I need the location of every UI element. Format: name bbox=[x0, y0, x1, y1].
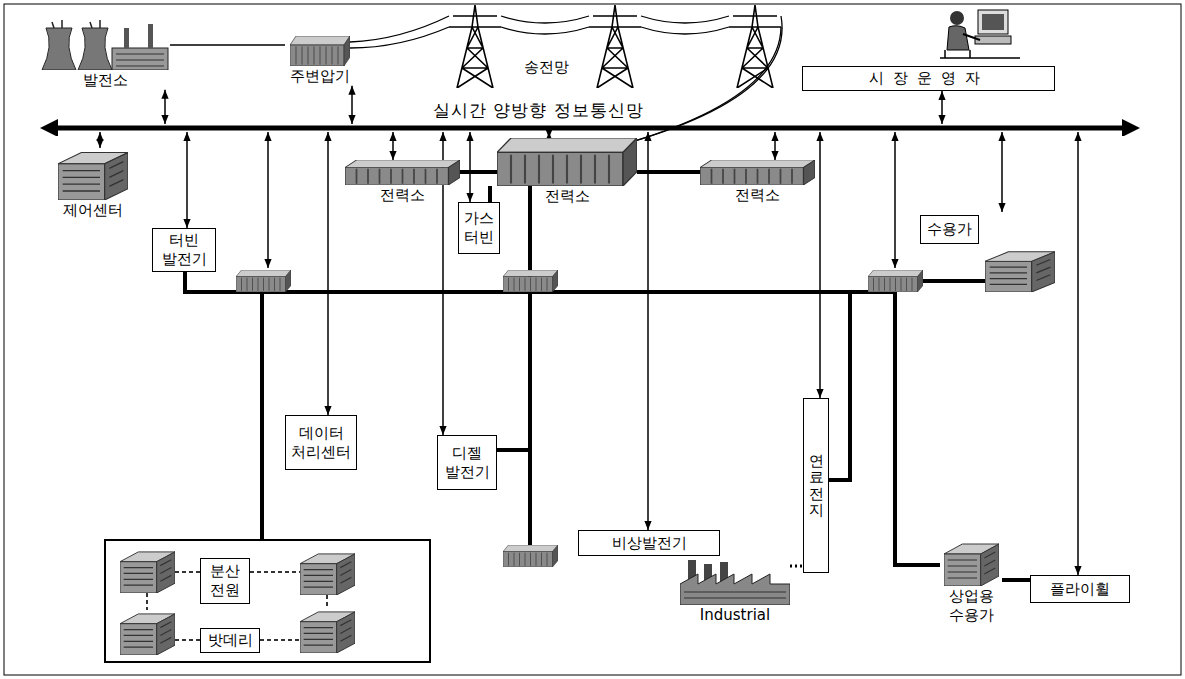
customer-icon bbox=[985, 248, 1055, 292]
turbine-generator-box: 터빈 발전기 bbox=[152, 228, 216, 272]
node-label: 디젤 발전기 bbox=[441, 444, 493, 482]
distributed-source-box: 분산 전원 bbox=[200, 558, 250, 604]
building-icon bbox=[120, 552, 175, 593]
power-line bbox=[460, 170, 497, 174]
node-label: 비상발전기 bbox=[612, 534, 687, 553]
building-icon bbox=[120, 614, 175, 655]
network-link bbox=[941, 91, 943, 124]
power-line bbox=[790, 565, 803, 568]
emergency-generator-box: 비상발전기 bbox=[578, 530, 720, 556]
transmission-label: 송전망 bbox=[522, 58, 571, 77]
node-label: 실시간 양방향 정보통신망 bbox=[430, 100, 647, 121]
node-label: 시장운영자 bbox=[869, 69, 989, 88]
network-link bbox=[548, 132, 550, 138]
network-link bbox=[99, 132, 101, 148]
factory-icon bbox=[680, 560, 790, 605]
power-line bbox=[170, 44, 285, 46]
frame bbox=[4, 4, 1181, 675]
eq-icon bbox=[290, 36, 350, 66]
operator-figure bbox=[940, 10, 1020, 58]
transmission-tower bbox=[449, 5, 501, 88]
eq-icon bbox=[700, 160, 815, 185]
distributed-resources-frame bbox=[105, 540, 430, 662]
node-label: 제어센터 bbox=[63, 201, 123, 220]
node-label: 분산 전원 bbox=[204, 562, 246, 600]
transmission-tower bbox=[729, 5, 781, 88]
network-link bbox=[186, 132, 188, 228]
bld-icon bbox=[58, 148, 128, 200]
node-label: 상업용 수용가 bbox=[940, 587, 1002, 625]
network-bus: 실시간 양방향 정보통신망 bbox=[40, 100, 1140, 136]
node-label: 전력소 bbox=[735, 186, 780, 205]
network-link bbox=[647, 132, 649, 530]
network-link bbox=[327, 132, 329, 415]
node-label: 발전소 bbox=[83, 71, 128, 90]
industrial-plant: Industrial bbox=[680, 560, 790, 625]
network-link bbox=[819, 132, 821, 398]
transformer-icon bbox=[503, 270, 558, 292]
substation: 전력소 bbox=[700, 160, 815, 205]
network-link bbox=[351, 86, 353, 124]
market-operator-box: 시장운영자 bbox=[802, 66, 1055, 91]
connector-group bbox=[100, 45, 1078, 580]
diesel-generator-box: 디젤 발전기 bbox=[437, 435, 497, 490]
node-label: 전력소 bbox=[380, 186, 425, 205]
flywheel-box: 플라이휠 bbox=[1030, 575, 1130, 603]
transformer-icon bbox=[236, 270, 291, 292]
node-label: Industrial bbox=[700, 606, 770, 625]
network-link bbox=[774, 132, 776, 160]
plant-icon bbox=[40, 18, 170, 70]
power-lines bbox=[185, 186, 985, 565]
network-link bbox=[164, 90, 166, 124]
gas-turbine-box: 가스 터빈 bbox=[458, 202, 500, 254]
main-transformer: 주변압기 bbox=[285, 36, 355, 86]
node-label: 밧데리 bbox=[208, 631, 253, 650]
building-icon bbox=[300, 612, 355, 653]
eq-icon bbox=[497, 138, 637, 186]
power-line bbox=[637, 170, 700, 174]
building-icon bbox=[300, 554, 355, 595]
data-center-box: 데이터 처리센터 bbox=[285, 415, 357, 470]
bld-icon bbox=[944, 540, 999, 586]
node-label: 수용가 bbox=[920, 215, 979, 244]
node-label: 데이터 처리센터 bbox=[289, 424, 353, 462]
node-label: 가스 터빈 bbox=[462, 209, 496, 247]
fuel-cell-box: 연료전지 bbox=[803, 398, 829, 573]
transformer-icon bbox=[503, 545, 558, 567]
power-plant: 발전소 bbox=[40, 18, 170, 90]
eq-icon bbox=[345, 160, 460, 185]
transmission-tower bbox=[589, 5, 641, 88]
node-label: 터빈 발전기 bbox=[156, 231, 212, 269]
transformer-icon bbox=[868, 270, 923, 292]
network-link bbox=[1001, 132, 1003, 212]
node-label: 플라이휠 bbox=[1050, 580, 1110, 599]
node-label: 연료전지 bbox=[809, 453, 824, 519]
node-label: 전력소 bbox=[545, 187, 590, 206]
network-link bbox=[392, 132, 394, 160]
power-line bbox=[1002, 578, 1030, 582]
substation: 전력소 bbox=[497, 138, 637, 206]
network-link bbox=[1077, 132, 1079, 575]
battery-box: 밧데리 bbox=[200, 628, 260, 653]
network-arrows bbox=[268, 132, 895, 268]
control-center: 제어센터 bbox=[50, 148, 135, 220]
node-label: 주변압기 bbox=[290, 67, 350, 86]
commercial-customer: 상업용 수용가 bbox=[940, 540, 1002, 625]
customer: 수용가 bbox=[915, 212, 1063, 294]
network-link bbox=[469, 132, 471, 202]
substation: 전력소 bbox=[345, 160, 460, 205]
